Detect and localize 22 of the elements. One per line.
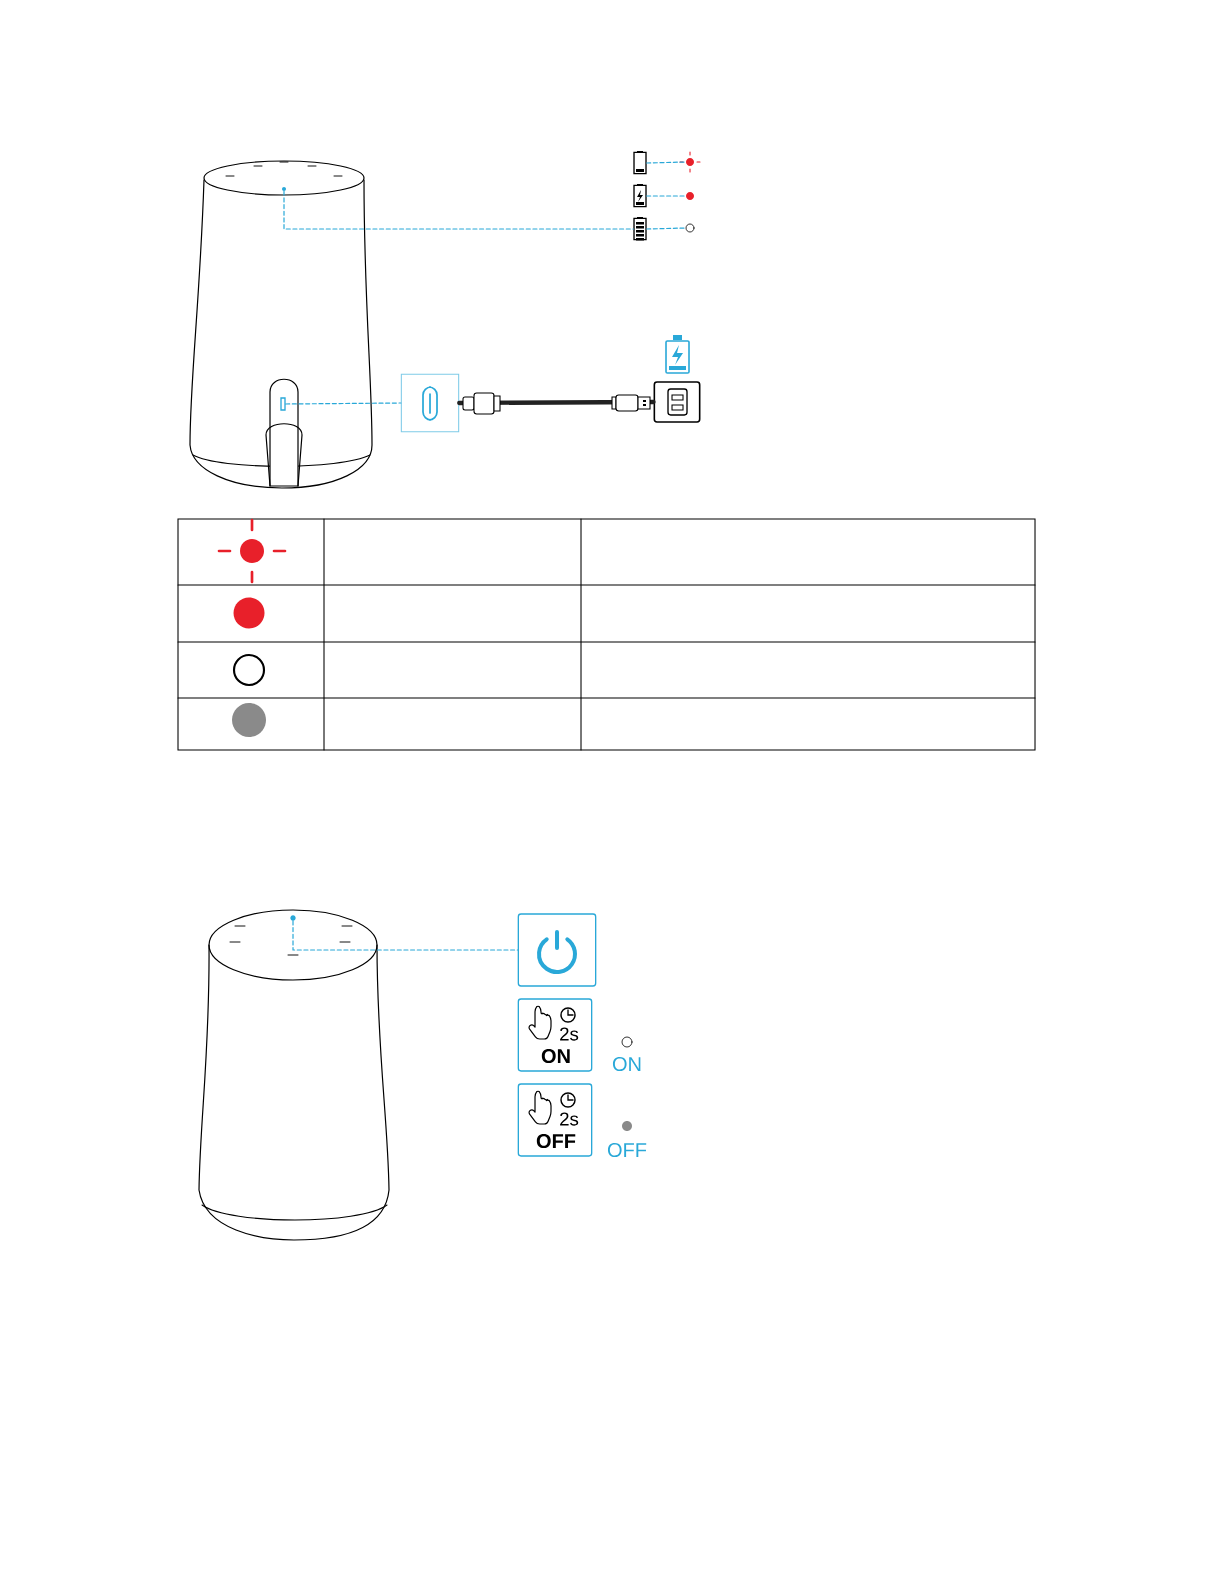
wall-charger [653, 381, 701, 423]
usb-c-port-box [400, 373, 460, 433]
light-icon [685, 223, 695, 233]
instruction-box: 2s ON [517, 998, 593, 1072]
power-button-box [517, 913, 597, 987]
leader-line [646, 195, 687, 197]
cable [457, 399, 656, 406]
battery-icon [633, 217, 647, 241]
leader-line [285, 402, 402, 405]
instruction-box: 2s OFF [517, 1083, 593, 1157]
battery-icon [633, 151, 647, 175]
leader-line [283, 190, 634, 230]
battery-icon [633, 184, 647, 208]
light-icon [686, 192, 694, 200]
usb-port [280, 397, 286, 411]
leader-line [292, 920, 519, 951]
leader-line [646, 161, 687, 164]
leader-line [646, 227, 687, 230]
power-button [290, 915, 296, 921]
indicator-light [282, 187, 286, 191]
blinking-light-icon [679, 151, 701, 173]
status-label: ON [612, 1056, 641, 1072]
